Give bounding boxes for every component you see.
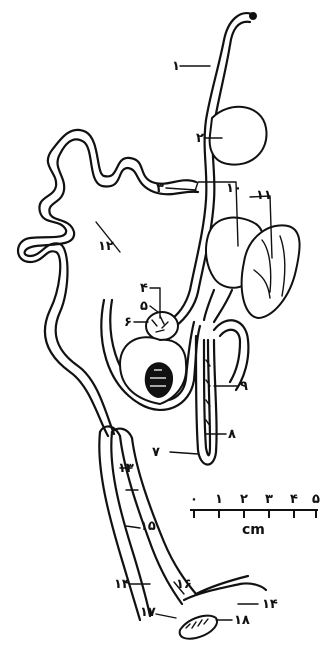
label-15: ۱۵ — [140, 519, 156, 534]
label-16: ۱۶ — [176, 577, 192, 592]
bean-18 — [180, 616, 217, 639]
scale-ticks — [194, 510, 316, 518]
scale-label-1: ۱ — [215, 492, 223, 507]
bulb — [146, 312, 178, 340]
label-5: ۵ — [140, 299, 148, 314]
sac — [210, 107, 267, 165]
label-13: ۱۳ — [118, 461, 134, 476]
label-10: ۱۰ — [226, 181, 242, 196]
label-17: ۱۷ — [140, 605, 156, 620]
scale-label-4: ۴ — [290, 492, 298, 507]
label-11: ۱۱ — [256, 188, 272, 203]
scale-unit: cm — [242, 522, 265, 538]
scale-label-3: ۳ — [265, 492, 273, 507]
scale-bar: ۰ ۱ ۲ ۳ ۴ ۵ cm — [190, 492, 320, 538]
label-9: ۹ — [240, 379, 248, 394]
duct-tip — [249, 12, 257, 20]
label-1: ۱ — [172, 59, 180, 74]
label-6: ۶ — [124, 315, 132, 330]
label-4: ۴ — [140, 281, 148, 296]
scale-label-0: ۰ — [190, 492, 198, 507]
scale-label-2: ۲ — [240, 492, 248, 507]
organ-stalk — [204, 290, 232, 322]
label-3: ۳ — [156, 181, 164, 196]
label-12: ۱۲ — [98, 239, 114, 254]
scale-label-5: ۵ — [312, 492, 320, 507]
label-7: ۷ — [152, 445, 160, 460]
label-8: ۸ — [228, 427, 236, 442]
label-14-left: ۱۴ — [114, 577, 130, 592]
label-18: ۱۸ — [234, 613, 250, 628]
label-2: ۲ — [196, 131, 204, 146]
label-14-right: ۱۴ — [262, 597, 278, 612]
